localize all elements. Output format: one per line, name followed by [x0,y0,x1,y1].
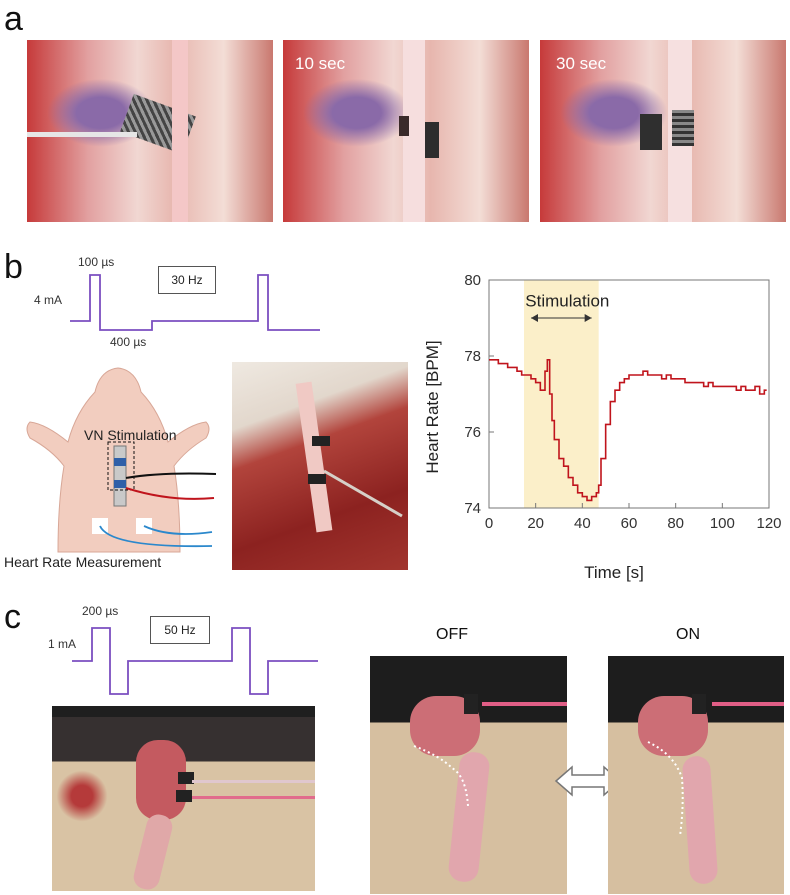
stim-arrow-head-right [584,314,592,322]
y-tick-label: 80 [464,272,481,289]
x-tick-label: 60 [621,515,638,532]
surgery-photo-30sec: 30 sec [540,40,786,222]
nerve [295,381,333,533]
stimulus-waveform-c [72,627,318,695]
waveform-line [70,274,320,331]
electrode-implant [113,445,127,507]
lead-wire [192,780,315,783]
nerve [403,40,425,222]
contour-outline [413,745,469,807]
ecg-lead [143,525,213,535]
x-tick-label: 120 [756,515,781,532]
x-tick-label: 100 [710,515,735,532]
ecg-lead [99,525,213,548]
electrode-cuff [464,694,478,714]
pulse-width-label: 100 µs [78,255,115,269]
y-axis-title: Heart Rate [BPM] [423,340,442,473]
heart-rate-series [489,359,767,502]
current-label: 1 mA [48,637,77,651]
electrode-cuff [312,436,330,446]
surgery-photo-10sec: 10 sec [283,40,529,222]
x-tick-label: 40 [574,515,591,532]
surgery-photo-1 [27,40,273,222]
y-tick-label: 78 [464,348,481,365]
tube [27,132,137,137]
frame-label-10sec: 10 sec [295,54,346,73]
panel-label-c: c [4,598,21,636]
electrode-cuff [178,772,194,784]
electrode-band [114,458,126,466]
x-tick-label: 0 [485,515,493,532]
electrode-cuff [176,790,192,802]
pulse-width-label: 200 µs [82,604,119,618]
panel-label-b: b [4,248,23,286]
y-tick-label: 74 [464,500,481,517]
stimulation-annotation: Stimulation [525,292,609,311]
lead-wire [712,702,784,706]
tissue [131,811,175,891]
heart-rate-chart: Heart Rate [BPM] Time [s] 74 76 78 80 0 20 40 6… [423,272,782,582]
electrode-cuff [399,116,409,136]
stim-arrow-head-left [531,314,538,322]
stimulation-box [107,441,135,491]
lead-wire [482,702,567,706]
chart-plot-area: 74 76 78 80 0 20 40 60 80 100 120 Stimulation [464,272,781,532]
electrode-cuff [692,694,706,714]
electrode-band [114,480,126,488]
contour-outline [647,741,684,837]
on-label: ON [676,626,700,643]
electrode-cuff [640,114,662,150]
off-photo [370,656,567,894]
frequency-label: 50 Hz [164,623,196,637]
mouse-schematic [26,367,217,553]
stimulus-waveform-b [70,274,320,331]
x-tick-label: 80 [667,515,684,532]
current-label: 4 mA [34,293,63,307]
implant-photo [232,362,408,570]
tissue [136,740,186,820]
x-axis-title: Time [s] [584,563,644,582]
stimulation-window [524,280,599,508]
on-photo [608,656,784,894]
frequency-box: 30 Hz [158,266,216,294]
off-label: OFF [436,626,468,643]
lead-wire [192,796,315,799]
y-tick-label: 76 [464,424,481,441]
interval-label: 400 µs [110,335,147,349]
frequency-box: 50 Hz [150,616,210,644]
electrode-cuff [425,122,439,158]
frame-label-30sec: 30 sec [556,54,607,73]
vn-stimulation-label: VN Stimulation [84,427,177,443]
waveform-line [72,627,318,695]
blood-stain [52,766,112,826]
electrode-cuff [308,474,326,484]
lead-red [125,487,215,500]
frequency-label: 30 Hz [171,273,203,287]
lead-black [125,472,217,479]
lead-wire [323,469,403,518]
x-tick-label: 20 [527,515,544,532]
nerve [172,40,188,222]
panel-label-a: a [4,0,23,38]
cuff-photo [52,706,315,891]
heart-rate-measurement-label: Heart Rate Measurement [4,554,162,570]
electrode-cuff [672,110,694,146]
